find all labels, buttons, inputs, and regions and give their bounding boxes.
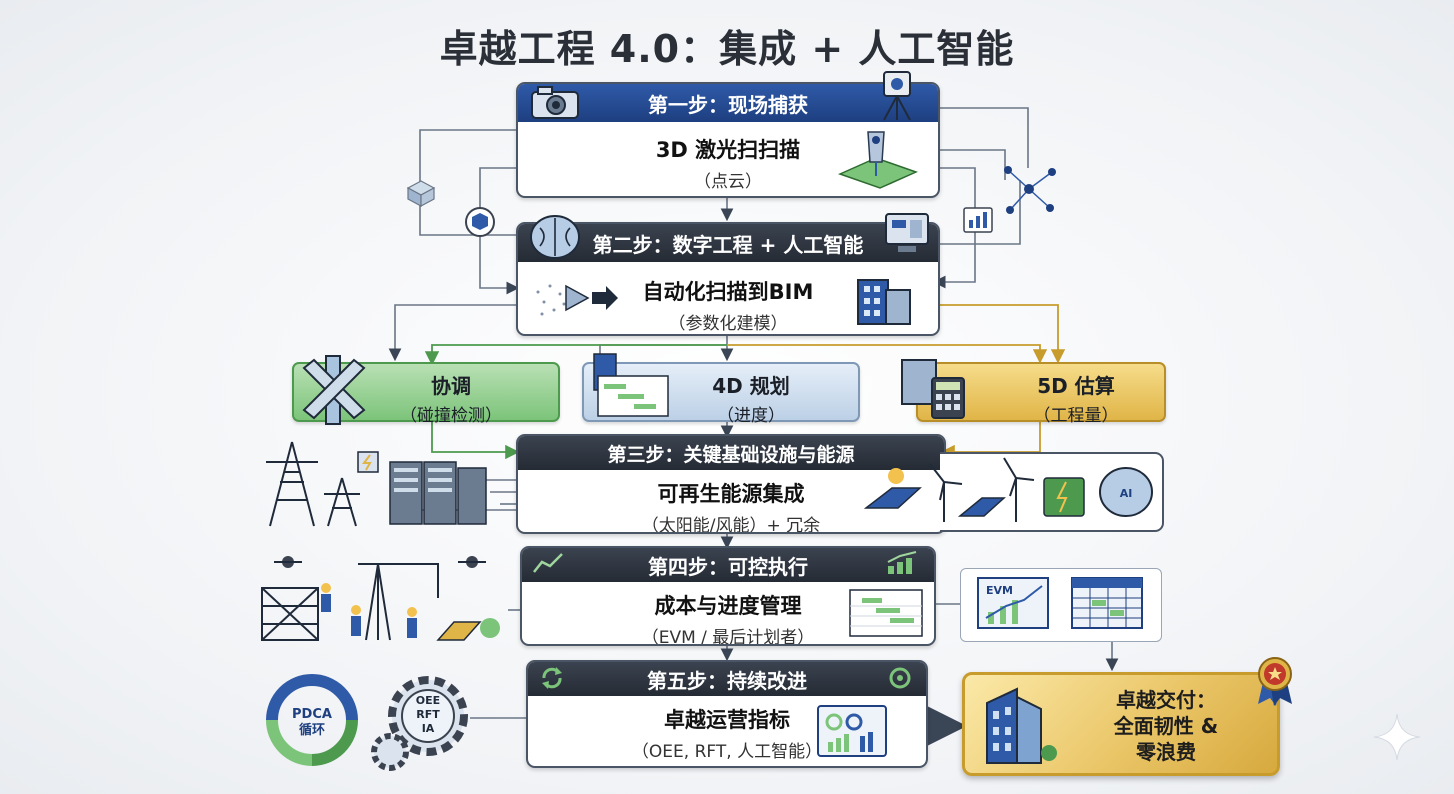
oee-label: OEE bbox=[416, 694, 440, 707]
branch-4d-main: 4D 规划 bbox=[712, 374, 790, 398]
step4-sub: （EVM / 最后计划者） bbox=[641, 628, 815, 646]
sparkle-icon bbox=[1373, 713, 1421, 761]
step5-header: 第五步：持续改进 bbox=[528, 662, 926, 696]
step1-sub: （点云） bbox=[694, 172, 762, 192]
construction-site-icon bbox=[261, 556, 500, 641]
ai-brain-icon bbox=[530, 215, 580, 259]
rft-label: RFT bbox=[416, 708, 440, 721]
final-line3: 零浪费 bbox=[1136, 740, 1196, 764]
cube-circle-icon bbox=[465, 207, 495, 237]
power-grid-datacenter-icon bbox=[266, 441, 487, 527]
branch-5d-sub: （工程量） bbox=[1033, 406, 1119, 426]
step1-main: 3D 激光扫扫描 bbox=[655, 138, 801, 162]
ia-label: IA bbox=[422, 722, 435, 735]
final-line1: 卓越交付： bbox=[1116, 688, 1216, 712]
ai-label: AI bbox=[1120, 487, 1133, 500]
gantt-schedule-icon bbox=[593, 353, 669, 417]
branch-5d-main: 5D 估算 bbox=[1037, 374, 1115, 398]
step1-header: 第一步：现场捕获 bbox=[518, 84, 938, 122]
evm-label: EVM bbox=[986, 584, 1013, 597]
clash-beams-icon bbox=[302, 355, 366, 425]
pdca-label: PDCA bbox=[292, 707, 332, 722]
growth-bars-icon bbox=[887, 551, 917, 574]
step4-header: 第四步：可控执行 bbox=[522, 548, 934, 582]
branch-4d-sub: （进度） bbox=[717, 406, 785, 426]
building-calculator-icon bbox=[901, 359, 965, 419]
network-node-icon bbox=[1004, 166, 1056, 214]
step4-main: 成本与进度管理 bbox=[654, 594, 802, 618]
trend-chart-icon bbox=[533, 553, 563, 573]
refresh-cycle-icon bbox=[542, 667, 562, 689]
step5-sub: （OEE, RFT, 人工智能） bbox=[631, 742, 823, 762]
evm-chart-icon: EVM bbox=[977, 577, 1049, 629]
branch-coordination-sub: （碰撞检测） bbox=[400, 406, 502, 426]
step3-card: 第三步：关键基础设施与能源 可再生能源集成 （太阳能/风能）+ 冗余 bbox=[516, 434, 946, 534]
step2-sub: （参数化建模） bbox=[668, 314, 788, 334]
mini-chart-icon bbox=[963, 207, 993, 233]
pdca-gear-cycle-icon: PDCA 循环 OEE RFT IA bbox=[266, 674, 468, 771]
step2-main: 自动化扫描到BIM bbox=[642, 280, 814, 304]
final-line2: 全面韧性 & bbox=[1113, 714, 1219, 738]
step3-header: 第三步：关键基础设施与能源 bbox=[518, 436, 944, 470]
renewable-energy-icon: AI bbox=[864, 457, 1153, 522]
step3-sub: （太阳能/风能）+ 冗余 bbox=[641, 516, 821, 534]
scan-to-bim-arrow-icon bbox=[536, 284, 618, 316]
grid-table-icon bbox=[1071, 577, 1143, 629]
award-badge-icon bbox=[1258, 657, 1292, 706]
monitor-tools-icon bbox=[885, 213, 929, 252]
branch-coordination-main: 协调 bbox=[431, 374, 471, 398]
bim-building-icon bbox=[857, 279, 911, 325]
dashboard-icon bbox=[817, 705, 887, 757]
schedule-table-icon bbox=[849, 589, 923, 637]
gear-icon bbox=[889, 667, 911, 689]
final-delivery-card: 卓越交付： 全面韧性 & 零浪费 bbox=[962, 672, 1280, 776]
laser-scanner-icon bbox=[883, 71, 911, 121]
cube-node-icon bbox=[406, 180, 436, 208]
step2-header: 第二步：数字工程 + 人工智能 bbox=[518, 224, 938, 262]
page-title: 卓越工程 4.0：集成 + 人工智能 bbox=[439, 27, 1015, 71]
pdca-cycle-label: 循环 bbox=[299, 722, 325, 738]
step5-main: 卓越运营指标 bbox=[664, 708, 790, 732]
final-delivery-text: 卓越交付： 全面韧性 & 零浪费 bbox=[1061, 687, 1271, 765]
point-cloud-scan-icon bbox=[837, 131, 918, 189]
camera-icon bbox=[531, 86, 579, 119]
skyscraper-icon bbox=[986, 687, 1057, 764]
step3-main: 可再生能源集成 bbox=[657, 482, 805, 506]
